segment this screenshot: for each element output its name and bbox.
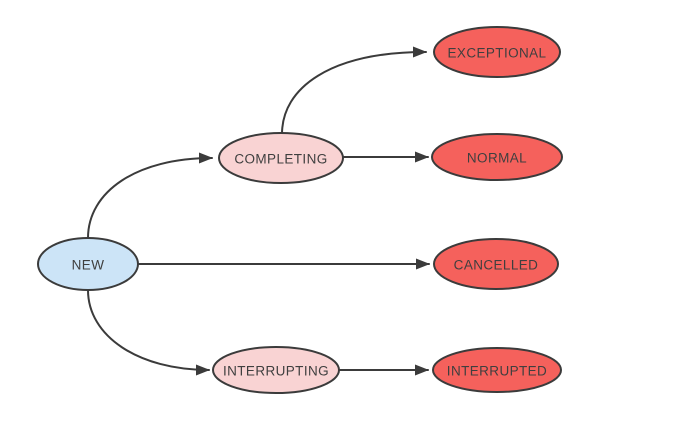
cancelled-ellipse: [433, 238, 559, 290]
edge-new-to-completing: [87, 152, 213, 239]
interrupted-ellipse: [432, 347, 562, 393]
completing-label: COMPLETING: [234, 152, 327, 167]
exceptional-ellipse: [433, 26, 561, 78]
normal-ellipse: [431, 133, 563, 181]
completing-ellipse: [218, 132, 344, 184]
interrupting-ellipse: [212, 346, 340, 394]
state-node-normal: NORMAL: [431, 133, 563, 181]
normal-label: NORMAL: [467, 151, 527, 166]
state-node-interrupting: INTERRUPTING: [212, 346, 340, 394]
state-node-completing: COMPLETING: [218, 132, 344, 184]
cancelled-label: CANCELLED: [454, 258, 539, 273]
interrupted-label: INTERRUPTED: [447, 364, 547, 379]
exceptional-label: EXCEPTIONAL: [448, 46, 547, 61]
edge-new-to-interrupting: [87, 289, 210, 376]
new-ellipse: [37, 237, 139, 291]
edge-completing-to-exceptional: [281, 46, 427, 135]
interrupting-label: INTERRUPTING: [223, 364, 329, 379]
state-node-interrupted: INTERRUPTED: [432, 347, 562, 393]
state-node-cancelled: CANCELLED: [433, 238, 559, 290]
state-node-exceptional: EXCEPTIONAL: [433, 26, 561, 78]
new-label: NEW: [72, 258, 105, 273]
state-node-new: NEW: [37, 237, 139, 291]
